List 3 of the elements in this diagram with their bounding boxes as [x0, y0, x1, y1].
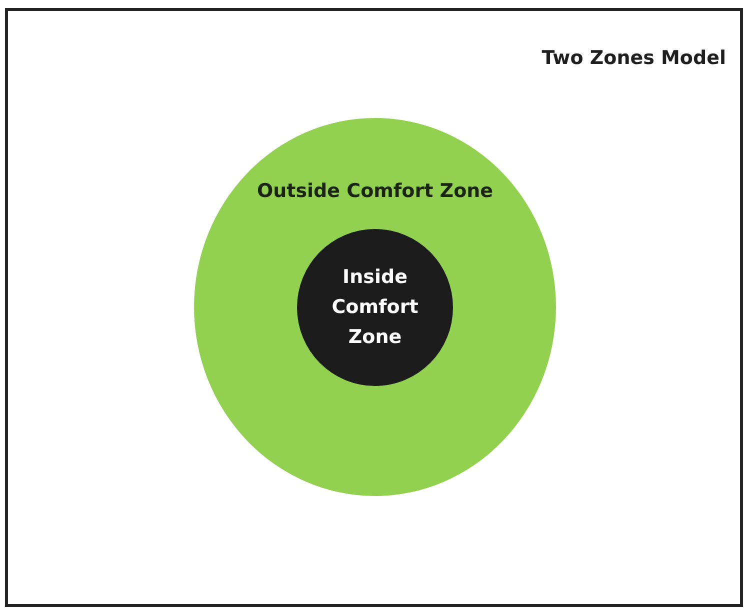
diagram-title: Two Zones Model — [542, 47, 726, 69]
zone-label: Outside Comfort Zone — [256, 179, 494, 204]
zone-label: Inside Comfort Zone — [330, 265, 420, 350]
